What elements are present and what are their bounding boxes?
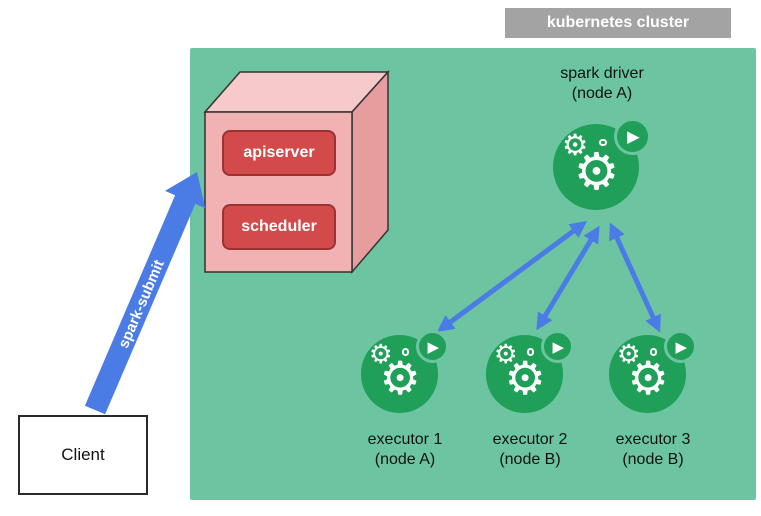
play-icon: ▶ — [626, 126, 640, 146]
gear-icon: ⚙ — [493, 339, 518, 370]
play-icon: ▶ — [552, 338, 565, 356]
gear-dot-icon — [650, 348, 658, 356]
executor1-label: executor 1 (node A) — [335, 430, 475, 470]
executor2-label: executor 2 (node B) — [460, 430, 600, 470]
executor2-node: (node B) — [499, 451, 561, 468]
spark-driver-name: spark driver — [560, 65, 644, 82]
kubernetes-cluster-badge: kubernetes cluster — [505, 8, 731, 38]
gear-icon: ⚙ — [561, 128, 589, 162]
play-icon: ▶ — [675, 338, 688, 356]
gear-icon: ⚙ — [379, 353, 421, 405]
gear-dot-icon — [402, 348, 410, 356]
spark-submit-label: spark-submit — [115, 258, 168, 351]
gear-dot-icon — [527, 348, 535, 356]
spark-driver-label: spark driver (node A) — [517, 64, 687, 104]
gear-icon: ⚙ — [573, 143, 620, 201]
driver-executor2-arrow — [536, 225, 600, 331]
executor2-name: executor 2 — [492, 431, 568, 448]
scheduler-label: scheduler — [241, 218, 317, 235]
driver-executor3-arrow — [609, 222, 661, 333]
client-label: Client — [61, 445, 105, 464]
gear-dot-icon — [599, 138, 607, 147]
client-box: Client — [18, 415, 148, 495]
executor1-node: (node A) — [374, 451, 436, 468]
executor2-icon: ⚙ ⚙ ▶ — [486, 330, 574, 418]
play-icon: ▶ — [427, 338, 440, 356]
gear-icon: ⚙ — [616, 339, 641, 370]
gear-icon: ⚙ — [627, 353, 669, 405]
spark-submit-arrow — [84, 172, 206, 415]
gear-icon: ⚙ — [368, 339, 393, 370]
play-badge-icon: ▶ — [663, 330, 697, 364]
executor3-node: (node B) — [622, 451, 684, 468]
executor3-label: executor 3 (node B) — [583, 430, 723, 470]
apiserver-box: apiserver — [222, 130, 336, 176]
play-badge-icon: ▶ — [415, 330, 449, 364]
apiserver-label: apiserver — [243, 144, 315, 161]
executor3-name: executor 3 — [615, 431, 691, 448]
executor1-icon: ⚙ ⚙ ▶ — [361, 330, 449, 418]
driver-executor1-arrow — [436, 220, 588, 333]
spark-driver-icon: ⚙ ⚙ ▶ — [553, 118, 651, 216]
spark-driver-node: (node A) — [571, 85, 633, 102]
play-badge-icon: ▶ — [540, 330, 574, 364]
executor1-name: executor 1 — [367, 431, 443, 448]
scheduler-box: scheduler — [222, 204, 336, 250]
executor3-icon: ⚙ ⚙ ▶ — [609, 330, 697, 418]
gear-icon: ⚙ — [504, 353, 546, 405]
play-badge-icon: ▶ — [613, 118, 651, 156]
